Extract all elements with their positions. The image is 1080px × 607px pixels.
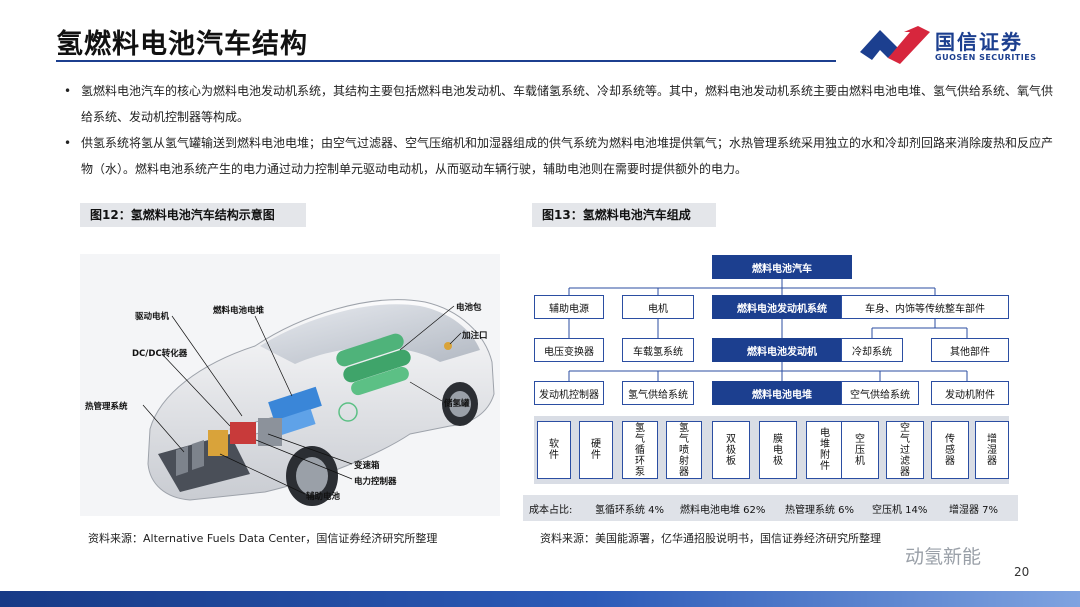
car-illustration-icon (142, 299, 495, 506)
watermark-text: 动氢新能 (905, 546, 982, 568)
tree-leaf-box: 膜电极 (759, 421, 797, 479)
cost-share-item: 热管理系统 6% (785, 504, 855, 516)
cost-share-label: 成本占比: (529, 504, 573, 516)
label-gearbox: 变速箱 (354, 461, 380, 471)
tree-level3-box: 发动机附件 (931, 381, 1009, 405)
label-thermal-management: 热管理系统 (85, 402, 128, 412)
page-number: 20 (1014, 565, 1030, 579)
label-hydrogen-tank: 储氢罐 (444, 399, 470, 409)
tree-level3-box: 燃料电池电堆 (712, 381, 852, 405)
title-divider (56, 60, 836, 62)
figure12-source: 资料来源：Alternative Fuels Data Center，国信证券经… (88, 532, 438, 545)
tree-level3-box: 空气供给系统 (841, 381, 919, 405)
cost-share-item: 氢循环系统 4% (595, 504, 665, 516)
tree-leaf-box: 双极板 (712, 421, 750, 479)
label-filler: 加注口 (462, 331, 488, 341)
tree-leaf-box: 增湿器 (975, 421, 1009, 479)
bullet-item: 氢燃料电池汽车的核心为燃料电池发动机系统，其结构主要包括燃料电池发动机、车载储氢… (64, 78, 1054, 130)
tree-leaf-box: 软件 (537, 421, 571, 479)
fuel-cell-car-diagram: 驱动电机 燃料电池电堆 电池包 加注口 DC/DC转化器 热管理系统 储氢罐 变… (80, 254, 500, 516)
tree-level1-box: 车身、内饰等传统整车部件 (841, 295, 1009, 319)
tree-level2-box: 冷却系统 (841, 338, 903, 362)
tree-level2-box: 电压变换器 (534, 338, 604, 362)
label-dcdc: DC/DC转化器 (132, 349, 188, 359)
tree-leaf-box: 传感器 (931, 421, 969, 479)
cost-share-bar: 成本占比: 氢循环系统 4% 燃料电池电堆 62% 热管理系统 6% 空压机 1… (523, 495, 1018, 521)
bullet-list: 氢燃料电池汽车的核心为燃料电池发动机系统，其结构主要包括燃料电池发动机、车载储氢… (64, 78, 1054, 182)
tree-level3-box: 发动机控制器 (534, 381, 604, 405)
tree-level1-box: 燃料电池发动机系统 (712, 295, 852, 319)
figure12-label: 图12：氢燃料电池汽车结构示意图 (80, 203, 306, 227)
cost-share-item: 燃料电池电堆 62% (680, 504, 766, 516)
cost-share-item: 空压机 14% (872, 504, 928, 516)
tree-leaf-box: 空压机 (841, 421, 879, 479)
figure13-source: 资料来源：美国能源署，亿华通招股说明书，国信证券经济研究所整理 (540, 532, 881, 545)
logo-text: 国信证券 (935, 30, 1023, 54)
label-battery-pack: 电池包 (456, 303, 482, 313)
label-aux-battery: 辅助电池 (306, 492, 341, 502)
tree-level1-box: 辅助电源 (534, 295, 604, 319)
tree-leaf-box: 氢气喷射器 (666, 421, 702, 479)
label-drive-motor: 驱动电机 (135, 312, 170, 322)
page-title: 氢燃料电池汽车结构 (56, 29, 308, 60)
tree-leaf-box: 空气过滤器 (886, 421, 924, 479)
tree-leaf-box: 硬件 (579, 421, 613, 479)
tree-root-box: 燃料电池汽车 (712, 255, 852, 279)
tree-level2-box: 车载氢系统 (622, 338, 694, 362)
label-power-controller: 电力控制器 (354, 477, 397, 487)
composition-tree: 燃料电池汽车 辅助电源 电机 燃料电池发动机系统 车身、内饰等传统整车部件 电压… (523, 250, 1018, 521)
logo-english-text: GUOSEN SECURITIES (935, 53, 1037, 62)
footer-bar (0, 591, 1080, 607)
tree-level2-box: 其他部件 (931, 338, 1009, 362)
label-fuel-cell-stack: 燃料电池电堆 (213, 306, 265, 316)
cost-share-item: 增湿器 7% (949, 504, 999, 516)
bullet-item: 供氢系统将氢从氢气罐输送到燃料电池电堆；由空气过滤器、空气压缩机和加湿器组成的供… (64, 130, 1054, 182)
tree-connectors (568, 279, 968, 381)
figure13-label: 图13：氢燃料电池汽车组成 (532, 203, 716, 227)
tree-level1-box: 电机 (622, 295, 694, 319)
tree-leaf-box: 电堆附件 (806, 421, 844, 479)
tree-level3-box: 氢气供给系统 (622, 381, 694, 405)
tree-leaf-box: 氢气循环泵 (622, 421, 658, 479)
tree-level2-box: 燃料电池发动机 (712, 338, 852, 362)
guosen-logo-icon (860, 26, 930, 64)
